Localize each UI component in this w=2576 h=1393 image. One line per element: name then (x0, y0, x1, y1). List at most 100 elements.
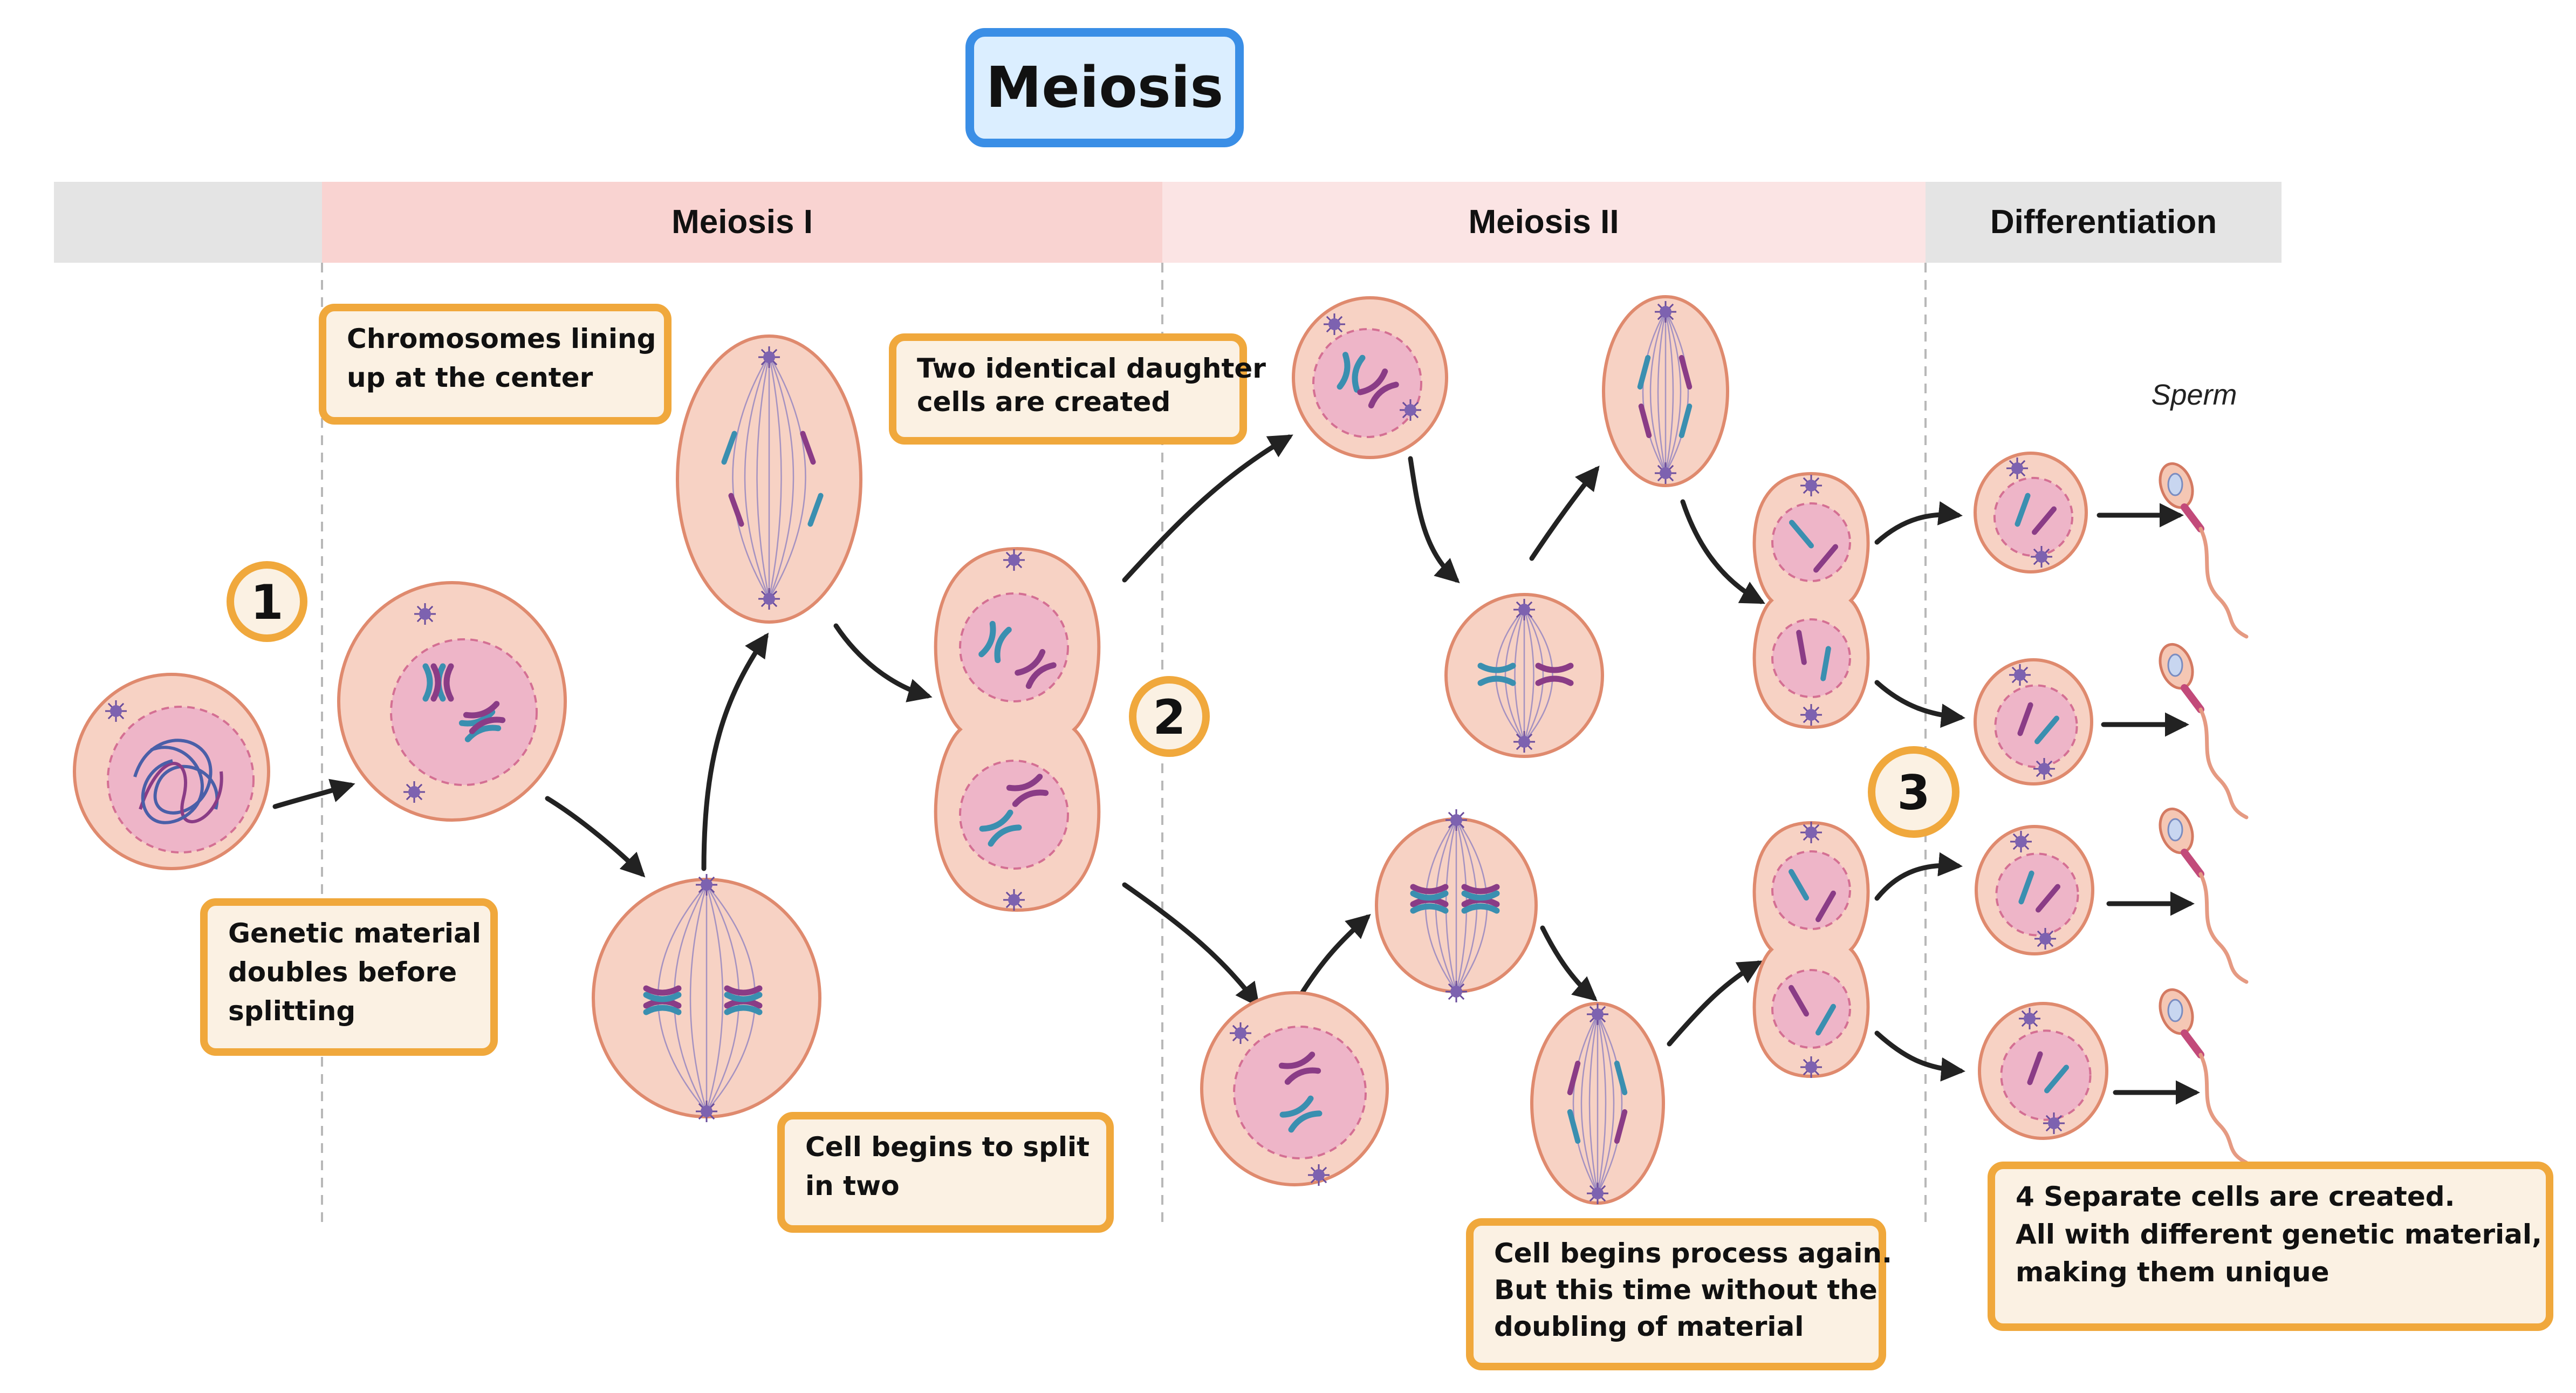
centrosome-icon (2031, 546, 2052, 568)
sperm-icon (2159, 643, 2249, 820)
cell-prophase-1 (337, 581, 567, 822)
chromosome-icon (721, 431, 737, 465)
cell-differentiated-1 (1974, 452, 2088, 573)
centrosome-icon (1513, 599, 1535, 620)
centrosome-icon (1308, 1164, 1330, 1186)
centrosome-icon (1587, 1003, 1608, 1025)
chromosome-icon (1789, 985, 1809, 1017)
centrosome-icon (2006, 457, 2028, 479)
sperm-icon (2159, 462, 2249, 639)
centrosome-icon (758, 346, 780, 368)
arrow-icon (1540, 925, 1598, 1001)
chromosome-icon (807, 493, 824, 527)
chromosome-icon (1638, 403, 1652, 439)
cell-anaphase-1 (676, 334, 862, 624)
cell-differentiated-2 (1974, 658, 2093, 786)
centrosome-icon (1800, 822, 1822, 843)
centrosome-icon (2043, 1112, 2065, 1134)
phase-label-meiosis-2: Meiosis II (1468, 203, 1619, 241)
note-line: Genetic material (228, 918, 481, 949)
note-line: Cell begins to split (805, 1131, 1090, 1163)
chromosome-icon (1337, 352, 1366, 393)
cells (73, 295, 2108, 1205)
note-process-again: Cell begins process again.But this time … (1466, 1218, 1892, 1370)
step-marker-1: 1 (227, 561, 307, 642)
chromosome-icon (1815, 1003, 1836, 1036)
chromosome-icon (2027, 1051, 2043, 1085)
chromosome-icon (2036, 884, 2060, 913)
chromosome-icon (1357, 368, 1399, 409)
step-number: 2 (1153, 689, 1186, 745)
chromosome-icon (1461, 890, 1500, 914)
cell-prophase-2-top (1292, 296, 1448, 459)
chromosome-icon (2018, 870, 2034, 905)
step-number: 3 (1897, 765, 1930, 821)
centrosome-icon (2034, 928, 2056, 950)
chromosome-icon (2017, 702, 2033, 736)
cell-metaphase-1 (592, 874, 821, 1122)
page-title: Meiosis (986, 54, 1224, 120)
note-line: 4 Separate cells are created. (2016, 1181, 2455, 1212)
note-line: But this time without the (1494, 1274, 1878, 1306)
cell-telophase-2-bottom (1752, 821, 1870, 1078)
cell-telophase-2-top (1752, 472, 1870, 729)
arrow-icon (1529, 465, 1600, 561)
centrosome-icon (105, 700, 127, 722)
chromosome-icon (430, 663, 454, 702)
chromosome-icon (1789, 869, 1809, 901)
chromosome-icon (724, 992, 763, 1015)
chromosome-icon (463, 701, 506, 734)
note-line: Two identical daughter (917, 353, 1266, 384)
centrosome-icon (696, 1101, 717, 1122)
centrosome-icon (1324, 313, 1345, 335)
chromosome-icon (1678, 403, 1693, 439)
note-line: doubling of material (1494, 1311, 1804, 1342)
centrosome-icon (414, 603, 436, 625)
phase-label-meiosis-1: Meiosis I (672, 203, 813, 241)
centrosome-icon (1587, 1183, 1608, 1204)
chromosome-icon (1813, 544, 1838, 573)
centrosome-icon (2033, 758, 2055, 780)
note-line: cells are created (917, 386, 1170, 418)
centrosome-icon (1003, 889, 1025, 911)
arrow-icon (1874, 680, 1965, 728)
arrow-icon (833, 623, 933, 702)
note-four-cells: 4 Separate cells are created. All with di… (1988, 1162, 2553, 1331)
centrosome-icon (1655, 462, 1676, 484)
chromosome-icon (1535, 663, 1574, 686)
note-line: splitting (228, 995, 355, 1027)
arrow-icon (1874, 852, 1963, 901)
title-box: Meiosis (965, 28, 1244, 147)
chromosome-icon (1637, 354, 1651, 390)
centrosome-icon (1800, 475, 1822, 496)
arrow-icon (1680, 499, 1765, 604)
arrow-icon (1874, 501, 1963, 545)
arrow-icon (701, 632, 769, 871)
chromosome-icon (458, 709, 502, 742)
chromosome-icon (1015, 648, 1057, 689)
chromosome-icon (2034, 715, 2059, 745)
arrow-icon (1874, 1030, 1965, 1082)
chromosome-icon (1796, 630, 1807, 665)
chromatin-tangle (133, 739, 223, 824)
sperm-cells (2159, 462, 2249, 1165)
arrows (272, 434, 2200, 1105)
sperm-label: Sperm (2151, 379, 2237, 411)
chromosome-icon (1410, 890, 1449, 914)
centrosome-icon (1513, 731, 1535, 753)
arrow-icon (1667, 960, 1763, 1047)
sperm-icon (2159, 988, 2249, 1165)
chromosome-icon (978, 620, 1012, 664)
note-line: All with different genetic material, (2016, 1219, 2542, 1250)
cell-prophase-2-bottom (1200, 991, 1389, 1186)
chromosome-icon (1820, 646, 1831, 681)
chromosome-icon (1278, 1051, 1321, 1085)
centrosome-icon (696, 874, 717, 896)
cell-start (73, 673, 270, 870)
chromosome-icon (1815, 890, 1836, 923)
note-line: Chromosomes lining (347, 323, 656, 354)
